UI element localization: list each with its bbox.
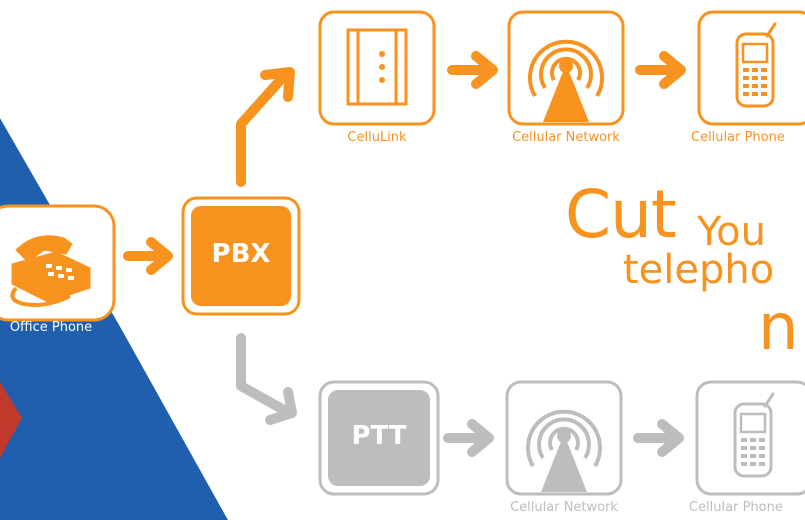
arrow-network-to-phone-top — [635, 51, 686, 89]
office-phone-label: Office Phone — [9, 320, 93, 335]
cell-phone-icon — [695, 380, 805, 496]
cellular-phone-top-node: Cellular Phone — [691, 10, 805, 145]
arrow-pbx-to-ptt — [236, 333, 297, 425]
desk-phone-icon — [0, 204, 116, 322]
arrow-pbx-to-cellulink — [236, 67, 295, 187]
arrow-office-to-pbx — [123, 237, 173, 275]
cell-phone-icon — [697, 10, 805, 126]
cellular-network-top-label: Cellular Network — [512, 130, 620, 145]
arrow-ptt-to-network — [443, 419, 494, 457]
pbx-label: PBX — [211, 239, 271, 269]
ptt-label: PTT — [351, 421, 407, 451]
red-accent-shape — [0, 382, 22, 458]
cellulink-label: CelluLink — [347, 130, 407, 145]
pbx-box — [181, 196, 301, 316]
antenna-tower-icon — [507, 10, 625, 126]
cellular-network-top-node: Cellular Network — [507, 10, 625, 145]
cellulink-node: CelluLink — [318, 10, 436, 145]
ptt-node: PTT — [318, 380, 440, 496]
cellular-phone-bottom-node: Cellular Phone — [689, 380, 805, 515]
cellular-network-bottom-label: Cellular Network — [510, 500, 618, 515]
arrow-cellulink-to-network — [447, 51, 498, 89]
pbx-node: PBX — [181, 196, 301, 316]
cellular-phone-top-label: Cellular Phone — [691, 130, 785, 145]
antenna-tower-icon — [505, 380, 623, 496]
cellulink-device-icon — [318, 10, 436, 126]
arrow-network-to-phone-bottom — [633, 419, 684, 457]
cellular-network-bottom-node: Cellular Network — [505, 380, 623, 515]
cellular-phone-bottom-label: Cellular Phone — [689, 500, 783, 515]
office-phone-node: Office Phone — [0, 204, 116, 335]
ptt-box — [318, 380, 440, 496]
